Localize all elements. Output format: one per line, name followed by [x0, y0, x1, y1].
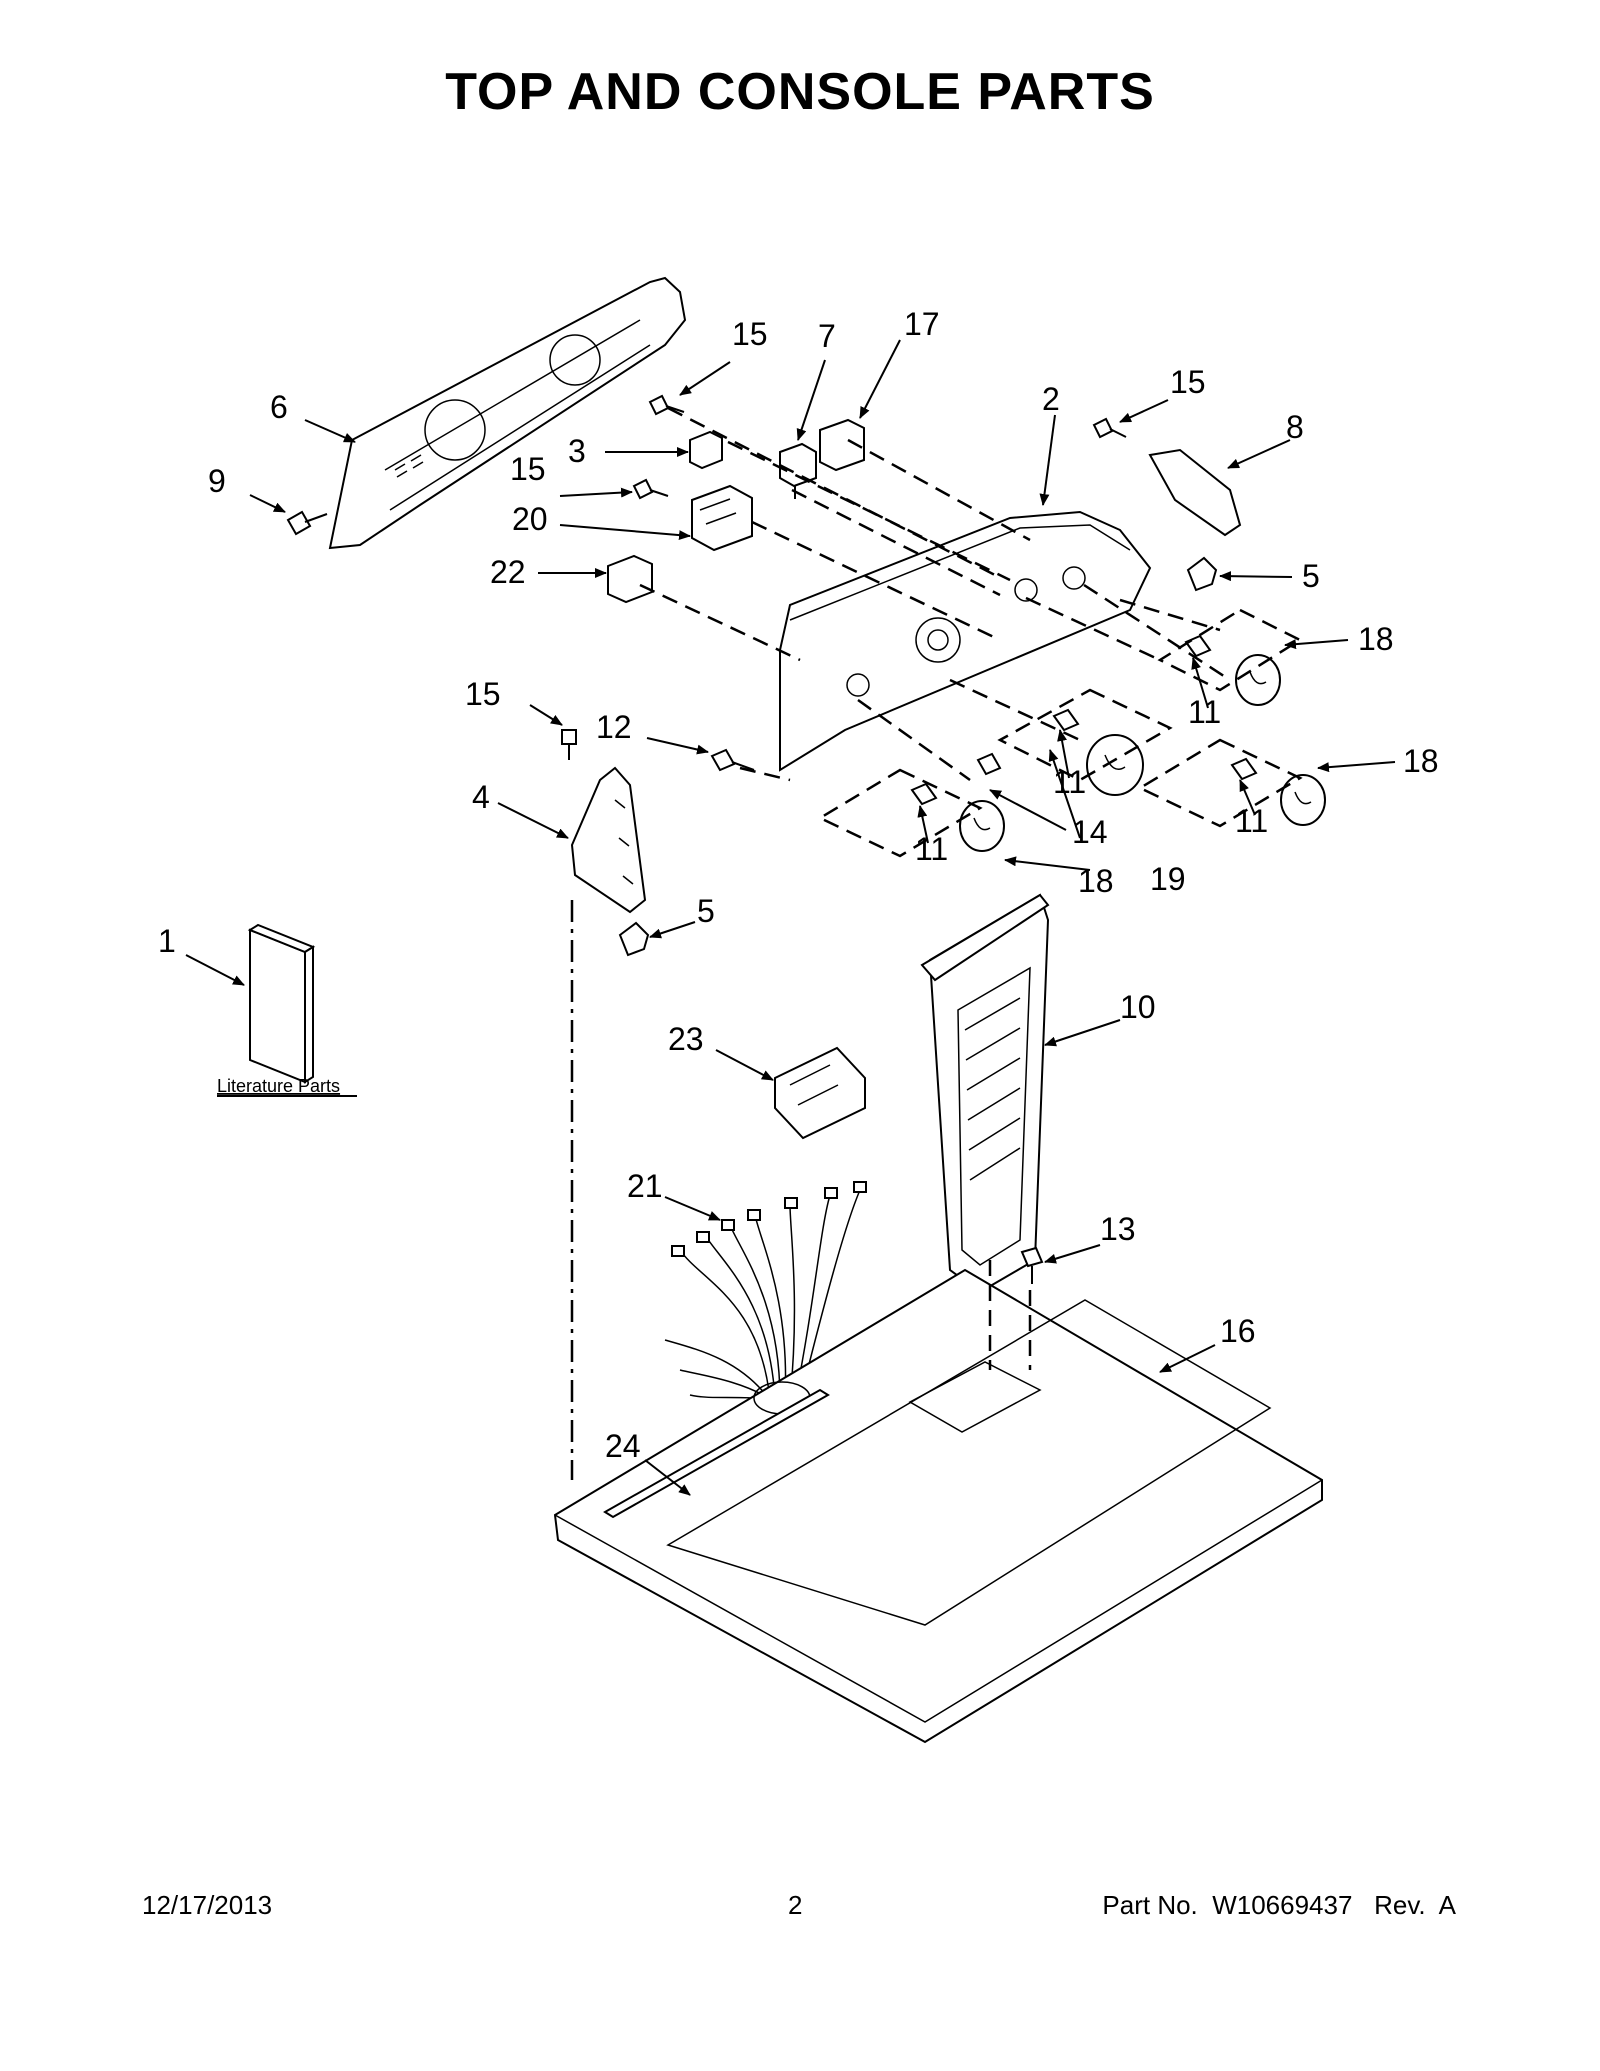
callout-11-mid: 11 — [1053, 764, 1086, 800]
callout-15-top: 15 — [732, 316, 768, 352]
screw-15-right — [1092, 417, 1127, 439]
callout-17: 17 — [904, 306, 940, 342]
callout-18-right: 18 — [1403, 743, 1439, 779]
knob-18-right — [1230, 757, 1326, 826]
callout-6: 6 — [270, 389, 288, 425]
callout-labels: 1 2 3 4 5 5 6 7 8 9 10 11 11 11 11 12 13… — [158, 306, 1439, 1464]
page-title: TOP AND CONSOLE PARTS — [445, 63, 1155, 121]
callout-19: 19 — [1150, 861, 1186, 897]
callout-20: 20 — [512, 501, 548, 537]
knob-18-lower — [910, 782, 1005, 852]
callout-24: 24 — [605, 1428, 641, 1464]
callout-11-right: 11 — [1235, 803, 1268, 839]
callout-5-left: 5 — [697, 893, 715, 929]
switch-3 — [689, 430, 723, 470]
lint-screen-10 — [920, 893, 1050, 1294]
switch-17 — [819, 418, 865, 472]
screw-15-top — [648, 394, 685, 416]
wire-harness-21 — [664, 1181, 867, 1401]
callout-1: 1 — [158, 923, 176, 959]
callout-21: 21 — [627, 1168, 663, 1204]
screw-13 — [1020, 1246, 1044, 1284]
callout-15-left: 15 — [465, 676, 501, 712]
callout-3: 3 — [568, 433, 586, 469]
switch-7 — [779, 442, 817, 499]
screw-14 — [976, 752, 1002, 776]
callout-9: 9 — [208, 463, 226, 499]
callout-23: 23 — [668, 1021, 704, 1057]
callout-2: 2 — [1042, 381, 1060, 417]
callout-14: 14 — [1072, 814, 1108, 850]
screw-15-mid — [632, 478, 669, 500]
callout-5-right: 5 — [1302, 558, 1320, 594]
callout-16: 16 — [1220, 1313, 1256, 1349]
assembly-dashed-lines — [570, 406, 1303, 1480]
callout-8: 8 — [1286, 409, 1304, 445]
leader-arrows — [185, 339, 1396, 1496]
callout-13: 13 — [1100, 1211, 1136, 1247]
top-panel-16 — [553, 1268, 1323, 1744]
footer-page-number: 2 — [788, 1890, 803, 1920]
clip-5-right — [1186, 556, 1218, 592]
callout-10: 10 — [1120, 989, 1156, 1025]
callout-4: 4 — [472, 779, 490, 815]
console-2 — [779, 510, 1152, 772]
footer-part-number: Part No. W10669437 Rev. A — [1102, 1890, 1456, 1920]
knob-19 — [1052, 708, 1144, 796]
rear-console-panel — [328, 276, 687, 550]
screw-12 — [710, 748, 755, 772]
callout-15-right: 15 — [1170, 364, 1206, 400]
bracket-8 — [1148, 448, 1242, 537]
control-board-23 — [774, 1046, 866, 1140]
callout-15-mid: 15 — [510, 451, 546, 487]
switch-22 — [607, 554, 653, 604]
seal-24 — [603, 1388, 830, 1519]
callout-12: 12 — [596, 709, 632, 745]
callout-7: 7 — [818, 318, 836, 354]
callout-11-upper: 11 — [1188, 694, 1221, 730]
screw-15-left — [561, 729, 577, 760]
footer-date: 12/17/2013 — [142, 1890, 273, 1920]
screw-9 — [286, 510, 328, 536]
switch-20 — [691, 484, 753, 552]
end-cap-4 — [570, 766, 647, 914]
callout-18-upper: 18 — [1358, 621, 1394, 657]
literature-parts-1 — [247, 923, 316, 1084]
callout-18-lower: 18 — [1078, 863, 1114, 899]
callout-11-lower: 11 — [915, 831, 948, 867]
clip-5-left — [618, 921, 650, 957]
literature-parts-label: Literature Parts — [217, 1076, 340, 1096]
callout-22: 22 — [490, 554, 526, 590]
